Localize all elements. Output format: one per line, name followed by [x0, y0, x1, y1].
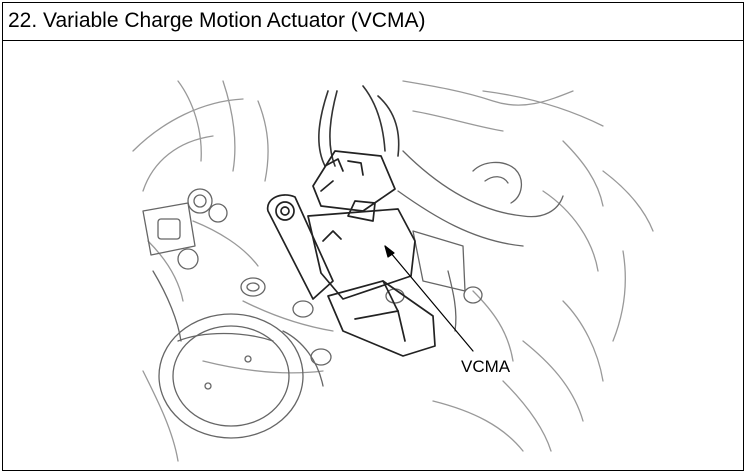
vcma-callout-label: VCMA: [461, 357, 511, 376]
intake-tube: [397, 150, 564, 332]
callout-leader-line: [384, 245, 474, 352]
figure-frame: 22. Variable Charge Motion Actuator (VCM…: [2, 2, 744, 471]
throttle-body: [158, 313, 324, 439]
wiring-harness: [318, 85, 400, 167]
engine-illustration: VCMA: [3, 41, 745, 471]
mounting-bolts: [240, 277, 483, 366]
title-bar: 22. Variable Charge Motion Actuator (VCM…: [3, 3, 743, 41]
left-bracket: [142, 188, 228, 342]
vcma-actuator: [266, 150, 436, 357]
engine-line-drawing: [132, 80, 654, 462]
engine-background-outlines: [132, 80, 654, 462]
page-title: 22. Variable Charge Motion Actuator (VCM…: [8, 9, 426, 32]
